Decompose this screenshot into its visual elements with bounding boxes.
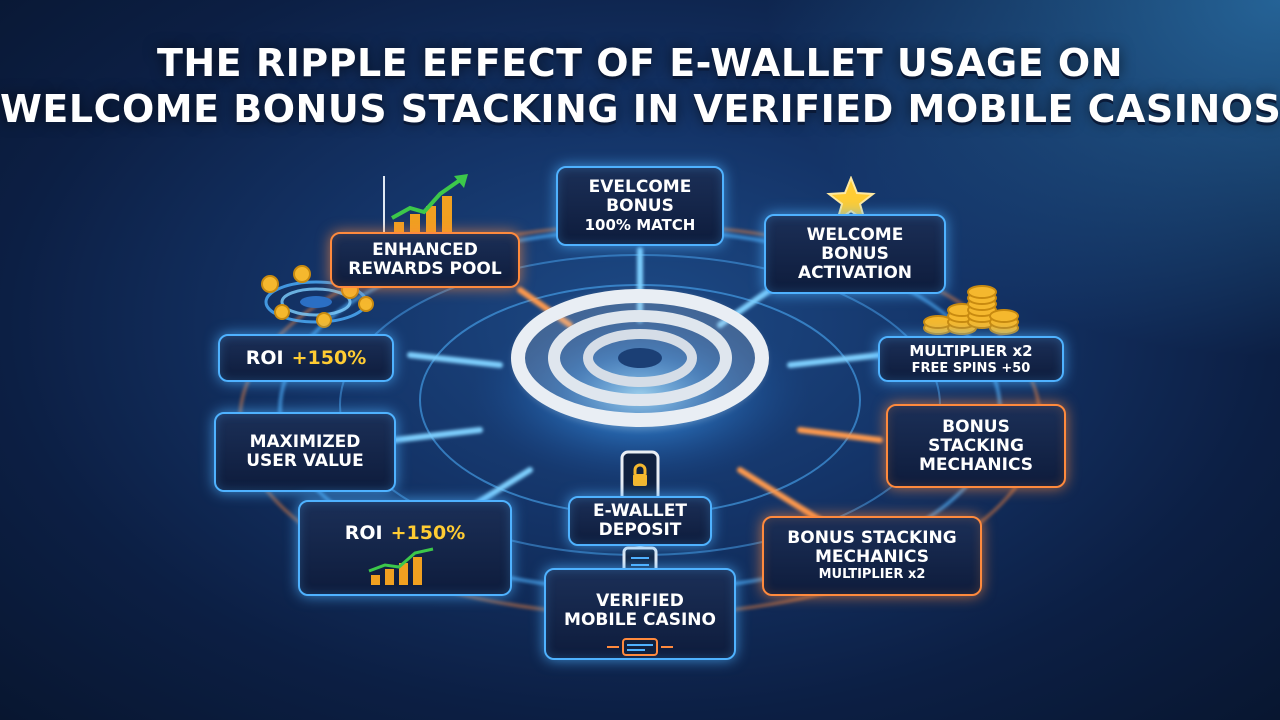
roi-left-prefix: ROI — [245, 346, 284, 369]
coin-swirl-icon — [261, 265, 374, 328]
roi-left-node: ROI +150% — [218, 334, 394, 382]
title-line-1: THE RIPPLE EFFECT OF E-WALLET USAGE ON — [156, 41, 1124, 85]
evelcome-bonus-node: EVELCOME BONUS 100% MATCH — [556, 166, 724, 246]
coin-stack-icon — [923, 285, 1019, 335]
activation-line-3: ACTIVATION — [798, 262, 912, 283]
casino-line-2: MOBILE CASINO — [564, 610, 716, 630]
maximized-value-node: MAXIMIZED USER VALUE — [214, 412, 396, 492]
enhanced-line-2: REWARDS POOL — [348, 259, 502, 279]
enhanced-rewards-node: ENHANCED REWARDS POOL — [330, 232, 520, 288]
evelcome-line-1: EVELCOME — [588, 176, 692, 197]
page-title: THE RIPPLE EFFECT OF E-WALLET USAGE ON W… — [0, 40, 1280, 132]
enhanced-line-1: ENHANCED — [372, 240, 478, 260]
growth-chart-icon — [368, 547, 434, 585]
roi-bottom-value: +150% — [390, 522, 466, 544]
growth-chart-icon — [383, 174, 468, 239]
activation-line-1: WELCOME — [806, 224, 904, 245]
stacking-line-1: BONUS — [942, 416, 1010, 437]
verified-casino-node: VERIFIED MOBILE CASINO — [544, 568, 736, 660]
stacking-line-2: STACKING — [928, 435, 1024, 456]
smartphone-lock-icon — [620, 450, 660, 506]
bonus-stacking-multiplier-node: BONUS STACKING MECHANICS MULTIPLIER x2 — [762, 516, 982, 596]
evelcome-line-3: 100% MATCH — [584, 215, 696, 234]
maximized-line-1: MAXIMIZED — [249, 432, 361, 452]
card-reader-icon — [607, 638, 673, 656]
title-line-2: WELCOME BONUS STACKING IN VERIFIED MOBIL… — [0, 87, 1280, 131]
multiplier-line-2: FREE SPINS +50 — [911, 360, 1031, 376]
background-glow — [760, 0, 1280, 360]
welcome-activation-node: WELCOME BONUS ACTIVATION — [764, 214, 946, 294]
stacking-mult-line-2: MECHANICS — [815, 547, 929, 567]
stacking-mult-line-1: BONUS STACKING — [787, 528, 957, 548]
roi-left-value: +150% — [291, 346, 367, 369]
roi-bottom-prefix: ROI — [344, 522, 383, 544]
deposit-line-1: E-WALLET — [593, 501, 687, 521]
multiplier-line-1: MULTIPLIER x2 — [909, 341, 1033, 360]
deposit-line-2: DEPOSIT — [598, 520, 682, 540]
star-icon — [826, 176, 876, 224]
casino-line-1: VERIFIED — [596, 591, 684, 611]
roi-bottom-node: ROI +150% — [298, 500, 512, 596]
ewallet-deposit-node: E-WALLET DEPOSIT — [568, 496, 712, 546]
stacking-mult-line-3: MULTIPLIER x2 — [818, 567, 926, 582]
stacking-line-3: MECHANICS — [919, 454, 1033, 475]
multiplier-node: MULTIPLIER x2 FREE SPINS +50 — [878, 336, 1064, 382]
activation-line-2: BONUS — [821, 243, 889, 264]
maximized-line-2: USER VALUE — [246, 451, 364, 471]
evelcome-line-2: BONUS — [606, 195, 674, 216]
target-rings-icon — [511, 289, 769, 430]
bonus-stacking-node: BONUS STACKING MECHANICS — [886, 404, 1066, 488]
